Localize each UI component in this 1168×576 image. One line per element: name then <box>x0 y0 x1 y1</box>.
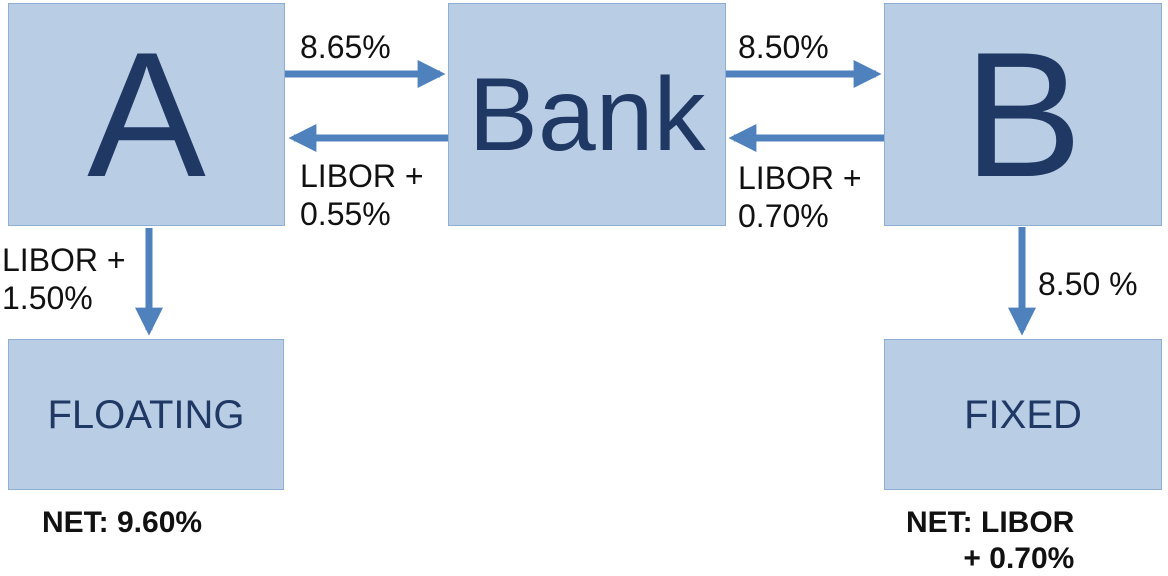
node-floating: FLOATING <box>8 339 284 490</box>
edge-label-bank-to-a: LIBOR + 0.55% <box>300 157 424 233</box>
edge-label-b-to-fixed: 8.50 % <box>1038 266 1138 302</box>
edge-label-b-to-bank: LIBOR + 0.70% <box>738 159 862 235</box>
node-b-label: B <box>963 14 1083 214</box>
net-right-line2: + 0.70% <box>963 542 1075 575</box>
edge-label-a-to-floating: LIBOR + 1.50% <box>2 241 126 317</box>
edge-label-a-to-floating-line1: LIBOR + <box>2 242 126 278</box>
node-a-label: A <box>87 14 206 214</box>
edge-label-bank-to-a-line2: 0.55% <box>300 196 391 232</box>
net-left: NET: 9.60% <box>42 506 203 539</box>
edge-label-bank-to-b: 8.50% <box>738 29 829 65</box>
edge-label-bank-to-a-line1: LIBOR + <box>300 158 424 194</box>
node-a: A <box>8 3 285 226</box>
net-right-line1: NET: LIBOR <box>906 506 1075 539</box>
node-b: B <box>884 3 1162 226</box>
node-fixed-label: FIXED <box>964 392 1082 437</box>
node-fixed: FIXED <box>884 339 1162 490</box>
node-floating-label: FLOATING <box>47 392 245 437</box>
edge-label-b-to-bank-line2: 0.70% <box>738 198 829 234</box>
edge-label-a-to-floating-line2: 1.50% <box>2 280 93 316</box>
edge-label-a-to-bank: 8.65% <box>300 29 391 65</box>
node-bank-label: Bank <box>468 56 706 173</box>
node-bank: Bank <box>448 3 726 226</box>
edge-label-b-to-bank-line1: LIBOR + <box>738 160 862 196</box>
net-right: NET: LIBOR + 0.70% <box>906 505 1074 576</box>
